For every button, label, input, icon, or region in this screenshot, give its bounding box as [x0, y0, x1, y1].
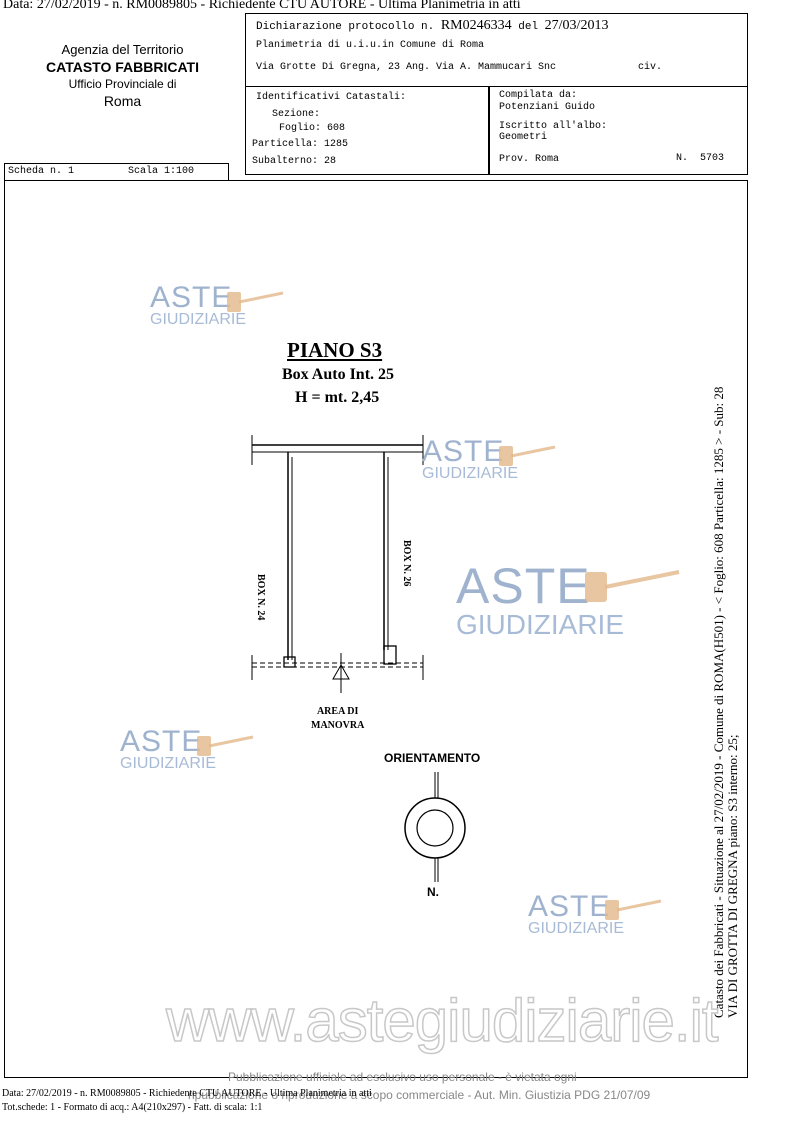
agency-catasto: CATASTO FABBRICATI [46, 59, 199, 75]
agency-city: Roma [103, 93, 142, 109]
compiled-by-label: Compilata da: [499, 90, 578, 101]
gavel-icon [197, 735, 254, 756]
protocol-date: 27/03/2013 [544, 18, 609, 33]
orientation-label: ORIENTAMENTO [384, 751, 481, 765]
protocol-label: Dichiarazione protocollo n. [256, 21, 435, 33]
gavel-icon [605, 899, 662, 920]
planimetry-line: Planimetria di u.i.u.in Comune di Roma [256, 40, 485, 51]
floor-plan-drawing [251, 435, 424, 693]
side-text-line-1: Catasto dei Fabbricati - Situazione al 2… [711, 386, 726, 1018]
maneuvering-area-label: AREA DI MANOVRA [311, 705, 364, 733]
gavel-icon [227, 291, 284, 312]
watermark-logo-4: ASTE GIUDIZIARIE [120, 725, 217, 772]
civ-label: civ. [638, 62, 663, 73]
north-arrow-icon [404, 772, 466, 882]
side-text-line-2: VIA DI GROTTA DI GREGNA piano: S3 intern… [725, 734, 740, 1019]
footer-line-2: Tot.schede: 1 - Formato di acq.: A4(210x… [2, 1102, 263, 1113]
area-line-1: AREA DI [316, 706, 359, 717]
prov-label: Prov. Roma [499, 154, 560, 165]
plan-subtitle: Box Auto Int. 25 [282, 366, 395, 383]
particella-label: Particella: 1285 [252, 139, 349, 150]
side-cadastral-text: Catasto dei Fabbricati - Situazione al 2… [711, 386, 740, 1019]
header-compiler-box [488, 86, 748, 175]
agency-office: Ufficio Provinciale di [68, 77, 177, 91]
registered-label: Iscritto all'albo: [499, 121, 608, 132]
area-line-2: MANOVRA [311, 720, 365, 731]
agency-name: Agenzia del Territorio [61, 42, 184, 57]
footer-line-1: Data: 27/02/2019 - n. RM0089805 - Richie… [2, 1088, 372, 1099]
number-label: N. 5703 [676, 153, 725, 164]
plan-title: PIANO S3 [287, 338, 383, 362]
protocol-date-label: del [518, 21, 539, 33]
sezione-label: Sezione: [272, 109, 321, 120]
identifiers-label: Identificativi Catastali: [256, 92, 407, 103]
north-label: N. [427, 885, 439, 899]
watermark-logo-1: ASTE GIUDIZIARIE [150, 281, 247, 328]
address-line: Via Grotte Di Gregna, 23 Ang. Via A. Mam… [256, 62, 557, 73]
gavel-icon [585, 570, 680, 602]
publication-notice-2: ripubblicazione o riproduzione a scopo c… [188, 1088, 651, 1102]
header-identifiers-box [245, 86, 490, 175]
scala-label: Scala 1:100 [128, 166, 195, 177]
watermark-logo-2: ASTE GIUDIZIARIE [422, 435, 519, 482]
watermark-website: www.astegiudiziarie.it [165, 986, 719, 1055]
drawing-frame [4, 180, 748, 1078]
watermark-logo-3: ASTE GIUDIZIARIE [456, 558, 625, 640]
foglio-label: Foglio: 608 [279, 123, 346, 134]
top-document-line: Data: 27/02/2019 - n. RM0089805 - Richie… [3, 0, 521, 12]
compiled-by-name: Potenziani Guido [499, 102, 596, 113]
box-26-label: BOX N. 26 [401, 540, 412, 587]
protocol-line: Dichiarazione protocollo n. RM0246334 de… [256, 18, 608, 34]
scheda-number: Scheda n. 1 [8, 166, 75, 177]
protocol-number: RM0246334 [440, 18, 512, 33]
box-24-label: BOX N. 24 [255, 574, 266, 621]
plan-height: H = mt. 2,45 [295, 389, 380, 406]
publication-notice-1: Pubblicazione ufficiale ad esclusivo uso… [228, 1070, 577, 1084]
watermark-logo-5: ASTE GIUDIZIARIE [528, 890, 625, 937]
registered-value: Geometri [499, 132, 548, 143]
subalterno-label: Subalterno: 28 [252, 156, 337, 167]
gavel-icon [499, 445, 556, 466]
agency-block: Agenzia del Territorio CATASTO FABBRICAT… [20, 42, 225, 109]
